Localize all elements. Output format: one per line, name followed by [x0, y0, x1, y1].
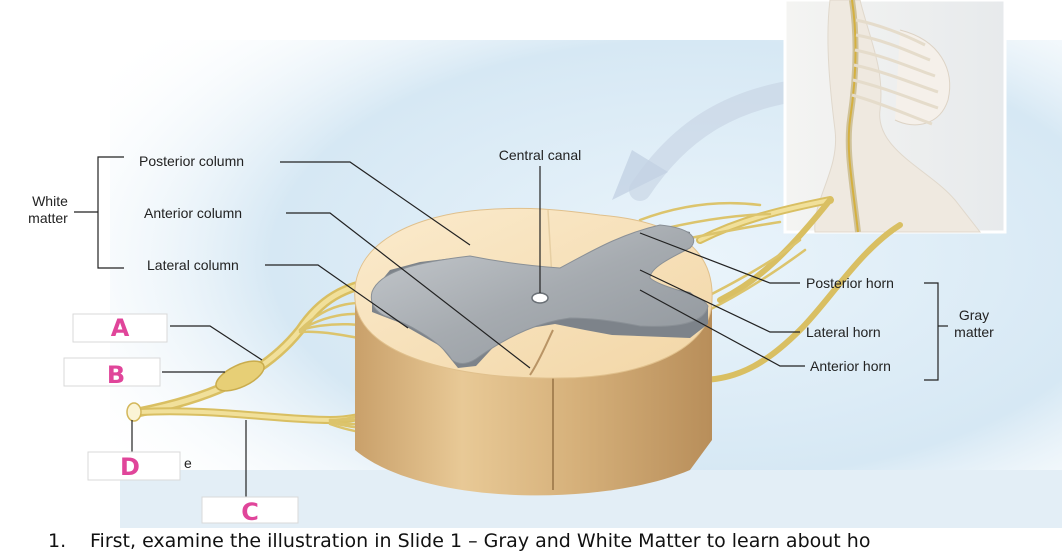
- gray-matter: [370, 224, 709, 368]
- handwritten-c: C: [241, 498, 259, 526]
- anterior-median-fissure: [529, 329, 554, 376]
- label-lateral-horn: Lateral horn: [806, 324, 881, 340]
- leader-lines: [74, 156, 948, 500]
- instruction-number: 1.: [48, 530, 67, 552]
- central-canal: [531, 292, 549, 304]
- handwritten-b: B: [107, 361, 125, 389]
- label-posterior-column: Posterior column: [139, 153, 244, 169]
- label-lateral-column: Lateral column: [147, 257, 239, 273]
- label-central-canal: Central canal: [499, 147, 582, 163]
- answer-box-b: B: [63, 357, 161, 389]
- partial-label-text: e: [184, 455, 192, 471]
- spinal-nerve-cut-end: [126, 402, 142, 422]
- dorsal-root-ganglion-left: [215, 360, 265, 392]
- answer-box-a: A: [72, 313, 168, 343]
- nerve-roots-right: [638, 196, 903, 383]
- body-inset: [783, 0, 1007, 234]
- curved-arrow-head: [612, 150, 668, 200]
- label-anterior-horn: Anterior horn: [810, 358, 891, 374]
- handwritten-d: D: [120, 453, 140, 481]
- instruction-text: First, examine the illustration in Slide…: [90, 530, 871, 552]
- handwritten-a: A: [111, 314, 130, 342]
- answer-box-d: D e: [87, 451, 192, 481]
- answer-box-c: C: [201, 496, 299, 526]
- label-posterior-horn: Posterior horn: [806, 275, 894, 291]
- label-anterior-column: Anterior column: [144, 205, 242, 221]
- spinal-cord-diagram: Posterior column Anterior column Lateral…: [28, 0, 1062, 528]
- instruction-line: 1. First, examine the illustration in Sli…: [48, 530, 1062, 552]
